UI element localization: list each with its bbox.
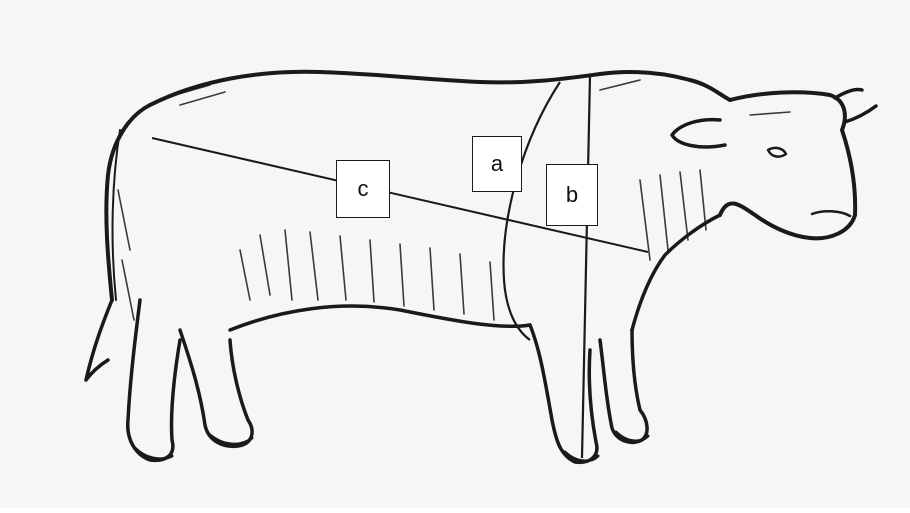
cow-muzzle [812, 211, 850, 216]
cow-neck-outline [690, 80, 730, 100]
cow-hind-leg [128, 300, 180, 460]
label-c: c [336, 160, 390, 218]
cow-front-leg-right [600, 330, 647, 442]
cow-eye [768, 148, 786, 157]
cow-tail [86, 300, 112, 380]
cow-horn-right [845, 106, 876, 122]
label-b: b [546, 164, 598, 226]
cow-chest-outline [632, 215, 720, 330]
cow-head-outline [720, 92, 855, 238]
label-a: a [472, 136, 522, 192]
cow-ear [672, 120, 725, 147]
cow-horn-left [835, 89, 862, 98]
cow-belly-outline [230, 306, 530, 330]
cow-front-leg-left [530, 325, 597, 462]
